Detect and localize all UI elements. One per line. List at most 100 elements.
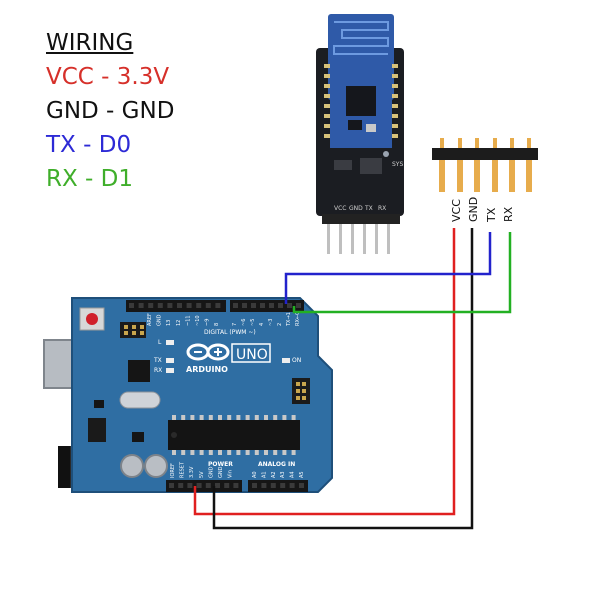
power-pin-hole: [205, 483, 211, 488]
power-pin-label: Vin: [228, 470, 234, 478]
analog-pin-hole: [252, 483, 257, 488]
arduino-model: UNO: [236, 347, 268, 363]
capacitor-2: [144, 454, 168, 478]
power-pin-hole: [233, 483, 239, 488]
bt-pin-label-rx: RX: [378, 205, 386, 212]
chip-pin: [264, 415, 268, 420]
capacitor-1: [120, 454, 144, 478]
digital-pin-label: ~3: [268, 319, 274, 326]
usb-chip: [128, 360, 150, 382]
chip-pin: [172, 450, 176, 455]
chip-pin: [190, 450, 195, 455]
digital-pin-hole: [287, 303, 292, 308]
power-pin-hole: [187, 483, 193, 488]
chip-pin: [245, 450, 250, 455]
chip-pin: [227, 415, 232, 420]
analog-pin-label: A1: [261, 471, 267, 478]
chip-pin: [190, 415, 195, 420]
digital-pin-label: AREF: [147, 313, 153, 326]
power-pin-label: 3.3V: [189, 466, 195, 478]
led-on: [282, 358, 290, 363]
bt-pin-label-vcc: VCC: [334, 205, 346, 212]
power-pin-label: GND: [218, 466, 224, 478]
chip-pin: [227, 450, 232, 455]
digital-pin-hole: [215, 303, 221, 308]
chip-pin: [208, 450, 213, 455]
led-label-on: ON: [292, 357, 301, 364]
led-l: [166, 340, 174, 345]
voltage-regulator: [88, 418, 106, 442]
digital-pin-hole: [138, 303, 144, 308]
chip-pin: [254, 415, 259, 420]
digital-pin-hole: [157, 303, 163, 308]
legend-vcc: VCC - 3.3V: [46, 64, 170, 90]
crystal: [119, 391, 161, 409]
power-section-label: POWER: [208, 461, 233, 468]
power-pin-hole: [169, 483, 174, 488]
analog-pin-label: A5: [299, 471, 305, 478]
analog-pin-hole: [280, 483, 286, 488]
power-pin-hole: [224, 483, 230, 488]
chip-pin: [291, 450, 296, 455]
led-tx: [166, 358, 174, 363]
digital-pin-label: ~11: [185, 315, 191, 326]
bt-pin-label-tx: TX: [364, 205, 373, 212]
digital-pin-label: 8: [214, 323, 220, 326]
digital-pin-hole: [205, 303, 211, 308]
chip-pin: [208, 415, 213, 420]
power-pin-hole: [178, 483, 184, 488]
power-pin-hole: [215, 483, 220, 488]
digital-pin-hole: [196, 303, 202, 308]
chip-pin: [199, 415, 204, 420]
bt-chip: [346, 86, 376, 116]
chip-pin: [218, 415, 222, 420]
digital-pin-hole: [148, 303, 154, 308]
chip-pin: [181, 450, 186, 455]
analog-section-label: ANALOG IN: [258, 461, 295, 468]
analog-pin-label: A0: [252, 471, 258, 478]
chip-pin: [199, 450, 204, 455]
analog-pin-hole: [261, 483, 267, 488]
analog-pin-label: A3: [280, 471, 286, 478]
analog-pin-label: A4: [290, 471, 296, 478]
legend-gnd: GND - GND: [46, 98, 175, 124]
digital-pin-hole: [242, 303, 247, 308]
analog-pin-hole: [299, 483, 304, 488]
pin-header: VCC GND TX RX: [432, 138, 538, 223]
digital-pin-label: TX→1: [286, 312, 292, 327]
header-plastic: [432, 148, 538, 160]
header-pins-top: [440, 138, 531, 150]
digital-pin-hole: [186, 303, 192, 308]
power-pin-label: IOREF: [170, 463, 176, 478]
power-pin-label: GND: [208, 466, 214, 478]
digital-pin-label: 7: [232, 323, 238, 326]
chip-pin: [291, 415, 296, 420]
header-label-rx: RX: [502, 206, 515, 222]
digital-pin-label: ~9: [205, 319, 211, 326]
chip-pin: [282, 415, 287, 420]
header-label-vcc: VCC: [450, 199, 463, 222]
digital-pin-label: GND: [157, 314, 163, 326]
analog-pin-hole: [270, 483, 276, 488]
digital-pin-hole: [296, 303, 301, 308]
wire-rx-green: [292, 232, 512, 314]
header-pins-bottom: [439, 160, 532, 192]
arduino-logo-icon: [186, 343, 230, 361]
digital-pin-label: 2: [277, 323, 283, 326]
chip-pin: [172, 415, 176, 420]
digital-pin-hole: [233, 303, 238, 308]
bt-side-pads: [324, 64, 398, 138]
chip-pin: [282, 450, 287, 455]
digital-pwm-label: DIGITAL (PWM ~): [204, 329, 256, 336]
chip-pin: [264, 450, 268, 455]
chip-pin: [273, 450, 278, 455]
uno-badge: [231, 343, 271, 363]
led-rx: [166, 368, 174, 373]
digital-pin-label: ~5: [250, 319, 256, 326]
chip-pin: [181, 415, 186, 420]
bt-sys-label: SYS: [392, 161, 403, 168]
analog-pin-hole: [289, 483, 295, 488]
power-pin-label: 5V: [199, 471, 205, 478]
digital-pin-hole: [260, 303, 265, 308]
